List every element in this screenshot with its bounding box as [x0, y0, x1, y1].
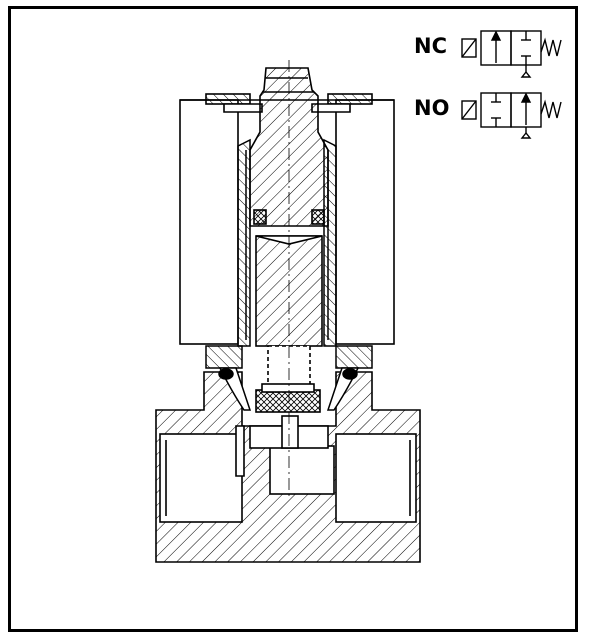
valve-body: [155, 371, 421, 563]
no-valve-symbol: [461, 92, 562, 139]
no-solenoid-icon: [461, 100, 477, 120]
nc-label: NC: [414, 34, 447, 58]
no-spring-icon: [540, 99, 562, 119]
nc-spring-icon: [540, 37, 562, 57]
valve-bonnet: [205, 345, 373, 411]
no-label: NO: [414, 96, 450, 120]
solenoid-coil: [179, 93, 395, 345]
nc-valve-symbol: [461, 30, 562, 78]
nc-solenoid-icon: [461, 38, 477, 58]
fixed-core: [249, 67, 329, 227]
